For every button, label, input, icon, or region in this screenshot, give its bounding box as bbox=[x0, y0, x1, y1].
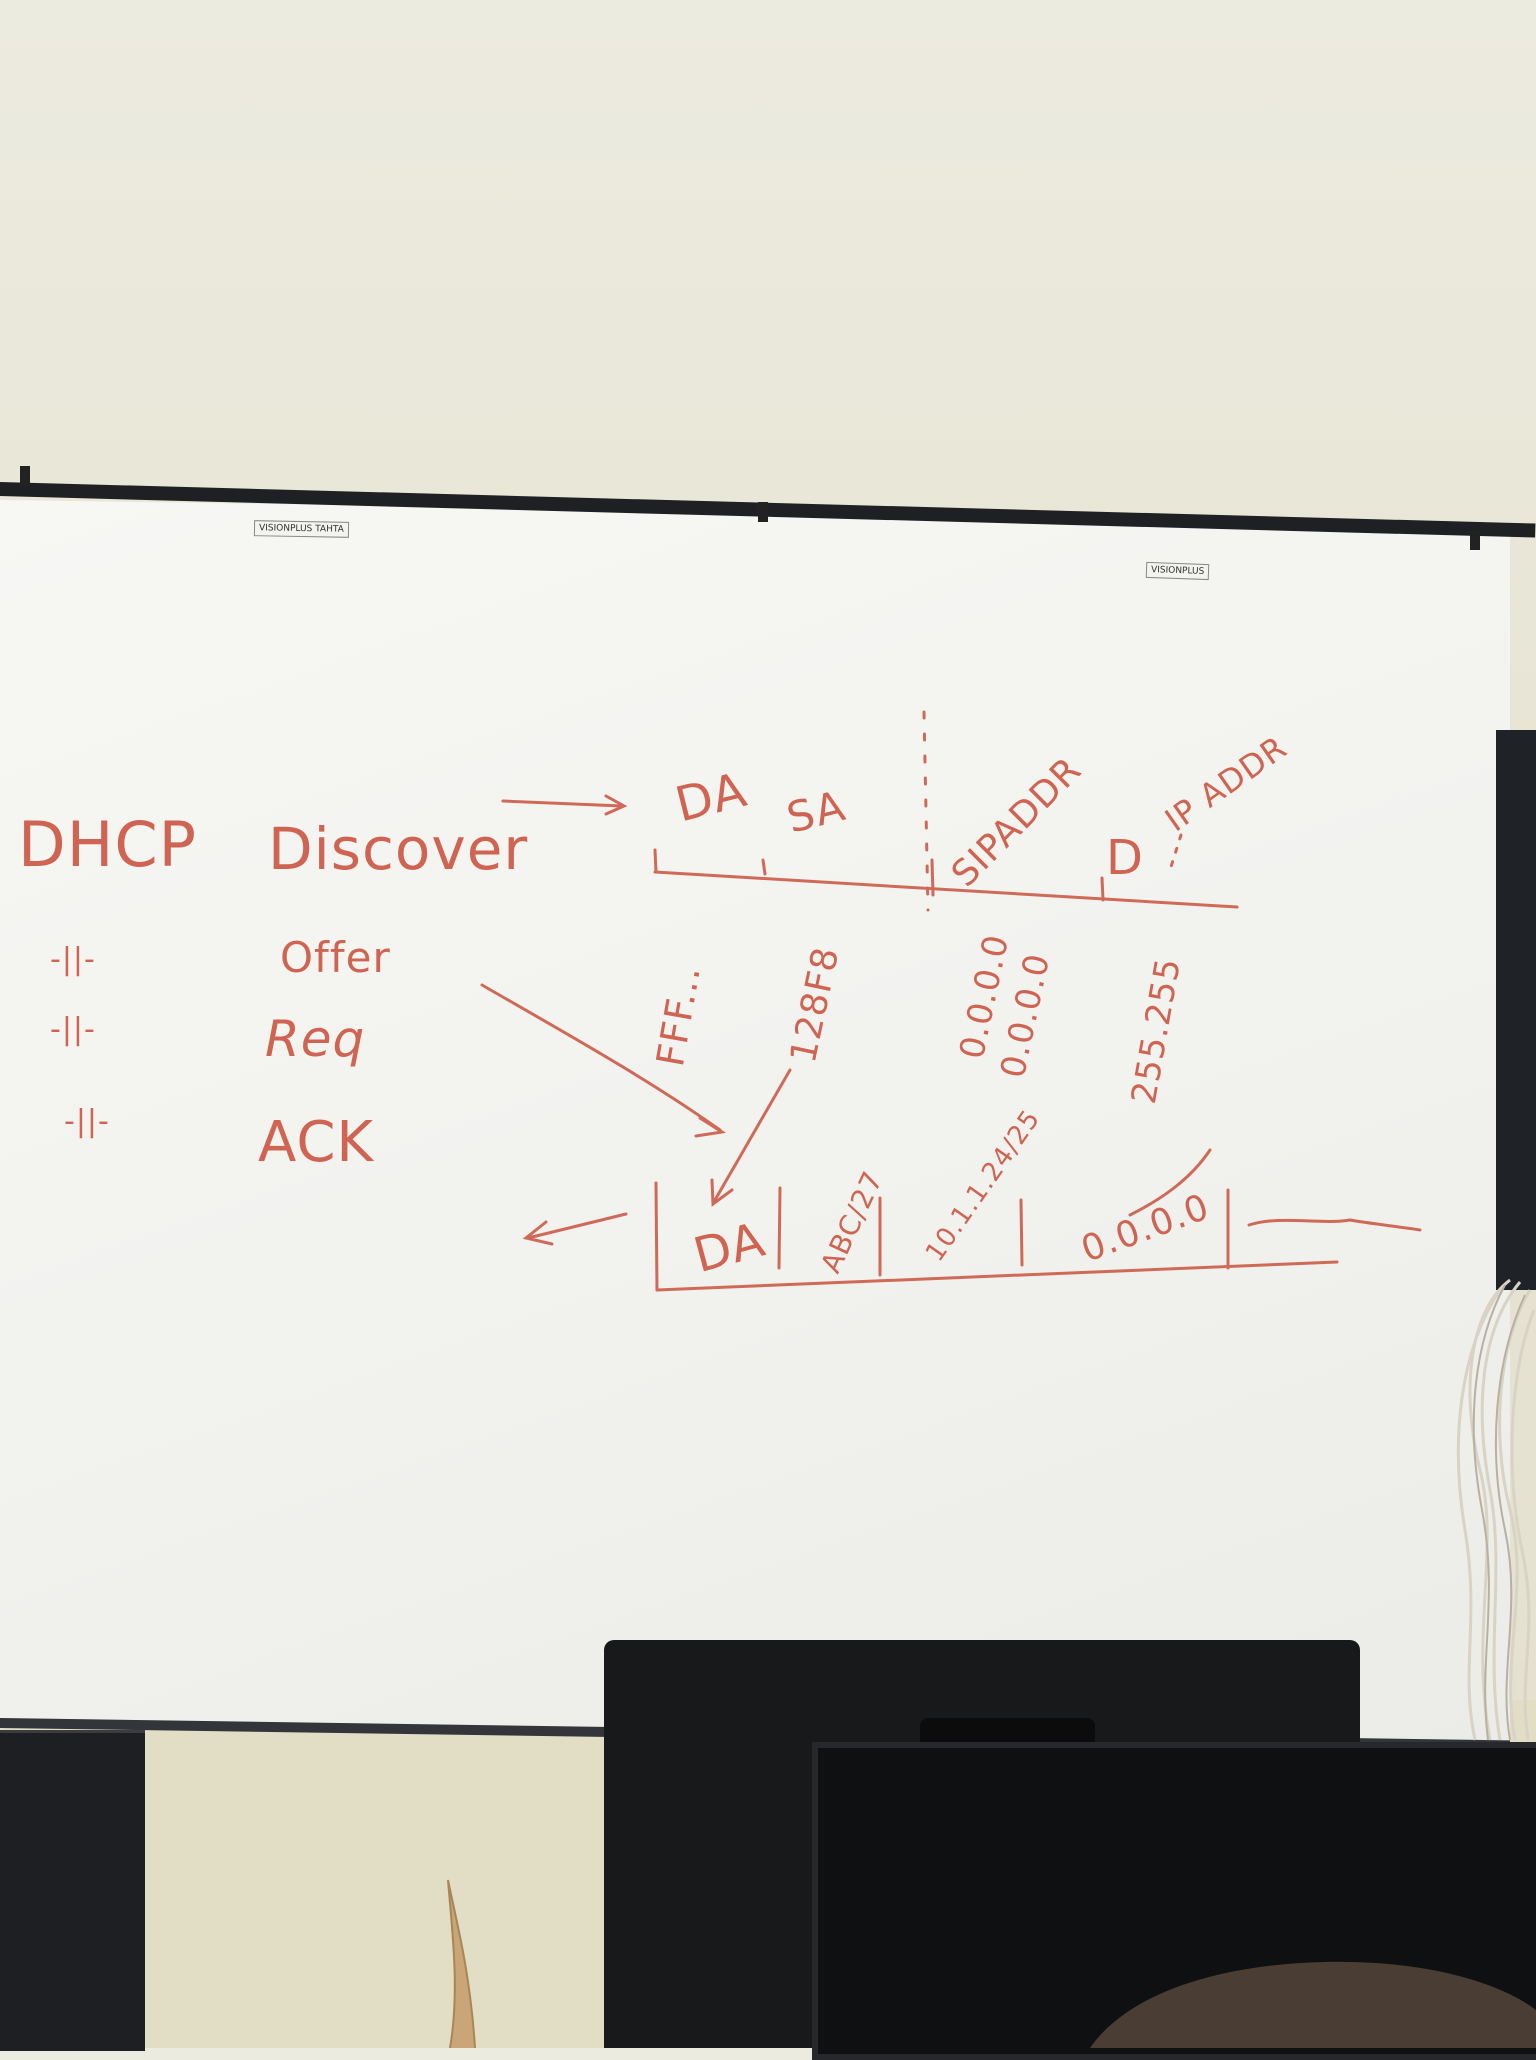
label-dhcp: DHCP bbox=[18, 808, 198, 881]
door-frame bbox=[1496, 730, 1536, 1290]
label-offer: Offer bbox=[280, 933, 391, 982]
monitor-left bbox=[0, 1730, 145, 2051]
person-head bbox=[1090, 1961, 1536, 2048]
label-req: Req bbox=[265, 1010, 366, 1068]
rail-hook bbox=[758, 502, 768, 522]
header-d: D bbox=[1106, 830, 1144, 886]
ditto-mark: -||- bbox=[50, 942, 96, 977]
wall bbox=[0, 0, 1536, 500]
decor-branch bbox=[447, 1879, 476, 2048]
rail-hook bbox=[20, 466, 30, 486]
label-ack: ACK bbox=[258, 1110, 375, 1175]
cable-bundle bbox=[1456, 1278, 1536, 1741]
ditto-mark: -||- bbox=[64, 1104, 110, 1139]
ditto-mark: -||- bbox=[50, 1012, 96, 1047]
rail-hook bbox=[1470, 530, 1480, 550]
label-discover: Discover bbox=[268, 815, 529, 883]
